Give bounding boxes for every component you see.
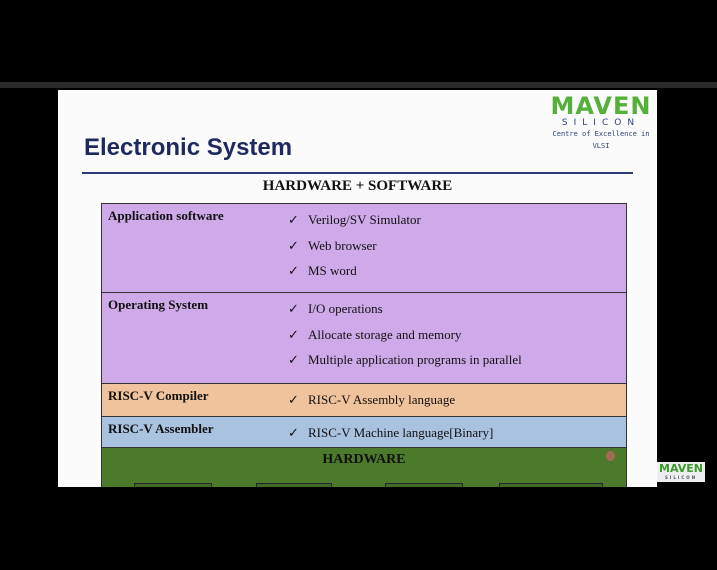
- slide-title: Electronic System: [84, 134, 293, 161]
- layer-items: ✓RISC-V Machine language[Binary]: [288, 425, 493, 451]
- check-icon: ✓: [288, 392, 299, 407]
- logo-main: MAVEN: [550, 92, 652, 120]
- check-icon: ✓: [288, 352, 299, 367]
- check-icon: ✓: [288, 425, 299, 440]
- list-item: ✓RISC-V Assembly language: [288, 392, 456, 407]
- slide: MAVEN SILICON Centre of Excellence in VL…: [58, 90, 657, 487]
- hardware-label: HARDWARE: [322, 452, 406, 467]
- hardware-component-box: [499, 483, 603, 487]
- video-top-bar: [0, 82, 717, 88]
- layer-label: RISC-V Assembler: [108, 421, 214, 436]
- layer-items: ✓I/O operations ✓Allocate storage and mem…: [288, 301, 522, 378]
- layer-items: ✓RISC-V Assembly language: [288, 392, 455, 418]
- layer-label: Operating System: [108, 297, 209, 312]
- layer-label: RISC-V Compiler: [108, 388, 209, 403]
- layer-row: Operating System ✓I/O operations ✓Allocate…: [101, 293, 627, 384]
- hardware-row: HARDWARE: [101, 448, 627, 487]
- maven-silicon-logo: MAVEN SILICON Centre of Excellence in VL…: [546, 94, 656, 152]
- logo-tagline: Centre of Excellence in VLSI: [552, 130, 650, 150]
- layer-row: RISC-V Compiler ✓RISC-V Assembly language: [101, 384, 627, 417]
- list-item: ✓Allocate storage and memory: [288, 326, 462, 342]
- list-item: ✓Verilog/SV Simulator: [288, 212, 421, 227]
- check-icon: ✓: [288, 263, 299, 278]
- list-item: ✓MS word: [288, 263, 357, 278]
- check-icon: ✓: [288, 301, 299, 316]
- layer-row: Application software ✓Verilog/SV Simulato…: [101, 203, 627, 293]
- check-icon: ✓: [288, 212, 299, 227]
- slide-subtitle: HARDWARE + SOFTWARE: [262, 178, 453, 194]
- layer-items: ✓Verilog/SV Simulator ✓Web browser ✓MS wor…: [288, 212, 421, 289]
- layer-table: Application software ✓Verilog/SV Simulato…: [101, 203, 627, 487]
- list-item: ✓RISC-V Machine language[Binary]: [288, 425, 494, 440]
- check-icon: ✓: [288, 237, 299, 253]
- logo-sub: SILICON: [561, 118, 641, 128]
- list-item: ✓I/O operations: [288, 301, 383, 316]
- list-item: ✓Web browser: [288, 237, 377, 253]
- title-divider: [82, 172, 633, 174]
- list-item: ✓Multiple application programs in parall…: [288, 352, 522, 367]
- check-icon: ✓: [288, 326, 299, 342]
- hardware-component-box: [134, 483, 212, 487]
- hardware-component-box: [385, 483, 463, 487]
- pointer-dot: [606, 451, 615, 461]
- layer-row: RISC-V Assembler ✓RISC-V Machine language…: [101, 417, 627, 448]
- hardware-component-box: [256, 483, 332, 487]
- layer-label: Application software: [108, 208, 224, 223]
